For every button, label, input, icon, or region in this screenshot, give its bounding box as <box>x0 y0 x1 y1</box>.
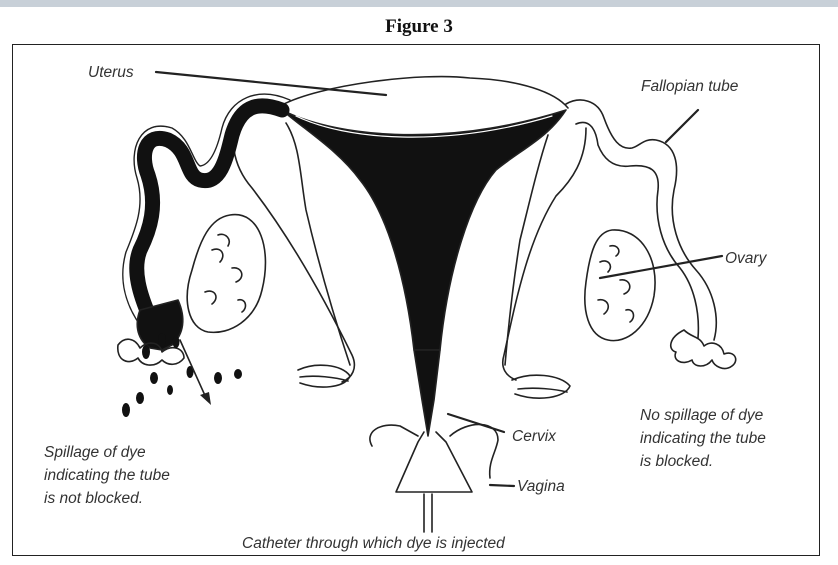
label-fallopian-tube: Fallopian tube <box>641 76 738 97</box>
note-right-line: is blocked. <box>640 451 713 472</box>
right-ovary <box>585 230 655 341</box>
label-uterus: Uterus <box>88 62 134 83</box>
note-left-line: Spillage of dye <box>44 442 146 463</box>
catheter <box>424 494 432 532</box>
label-ovary: Ovary <box>725 248 766 269</box>
uterus-shape <box>282 77 568 436</box>
note-left-line: indicating the tube <box>44 465 170 486</box>
label-cervix: Cervix <box>512 426 556 447</box>
label-vagina: Vagina <box>517 476 565 497</box>
spill-arrow <box>180 340 211 405</box>
right-fimbriae <box>671 330 736 368</box>
right-fallopian-tube <box>566 100 716 340</box>
note-right-line: indicating the tube <box>640 428 766 449</box>
vagina-shape <box>396 432 472 492</box>
left-fallopian-tube <box>123 94 290 350</box>
label-catheter: Catheter through which dye is injected <box>242 533 505 554</box>
note-right-line: No spillage of dye <box>640 405 763 426</box>
note-left-line: is not blocked. <box>44 488 143 509</box>
left-ovary <box>187 215 265 333</box>
